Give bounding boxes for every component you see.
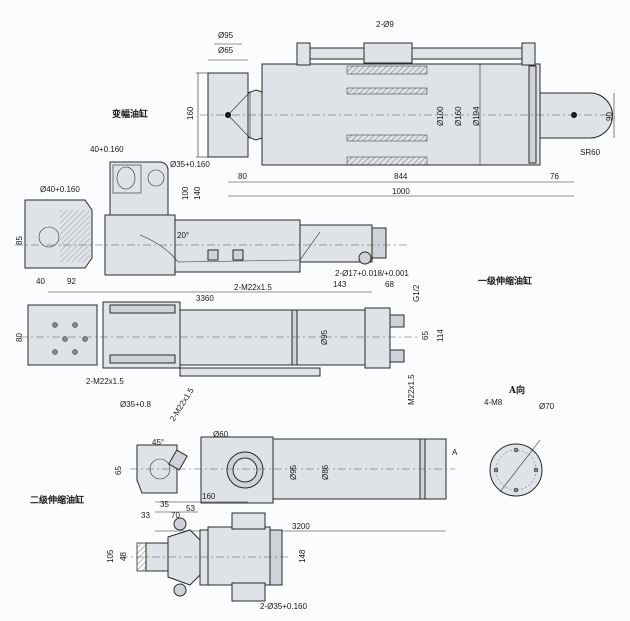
dim-d35-tol: Ø35+0.160 [170, 160, 210, 169]
dim-70: 70 [171, 511, 180, 520]
dim-thread-bottom: 2-M22x1.5 [168, 386, 196, 423]
dim-105: 105 [106, 549, 115, 563]
dim-m22: M22x1.5 [407, 374, 416, 405]
dim-140: 140 [193, 186, 202, 200]
dim-d35-bottom: Ø35+0.8 [120, 400, 151, 409]
title-stage1-cylinder: 一级伸缩油缸 [478, 275, 532, 287]
dim-thread-side: 2-M22x1.5 [234, 283, 272, 292]
dim-40-tol: 40+0.160 [90, 145, 124, 154]
dim-90: 90 [605, 112, 614, 121]
dim-d60: Ø60 [213, 430, 229, 439]
dim-33: 33 [141, 511, 150, 520]
view-a: A向 4-M8 Ø70 [484, 384, 555, 497]
dim-160: 160 [186, 106, 195, 120]
luffing-cylinder: Ø95 Ø65 160 变幅油缸 2-Ø9 Ø100 Ø160 Ø194 90 … [112, 20, 615, 197]
dim-g12: G1/2 [412, 284, 421, 302]
dim-d100: Ø100 [436, 106, 445, 126]
dim-d40-tol: Ø40+0.160 [40, 185, 80, 194]
dim-844: 844 [394, 172, 408, 181]
dim-3360: 3360 [196, 294, 214, 303]
dim-d65: Ø65 [218, 46, 234, 55]
dim-68: 68 [385, 280, 394, 289]
dim-92: 92 [67, 277, 76, 286]
dim-angle-20: 20° [177, 231, 189, 240]
dim-80: 80 [238, 172, 247, 181]
dim-d95-bottom: Ø95 [289, 464, 298, 480]
stage1-side-view: 40+0.160 Ø35+0.160 Ø40+0.160 100 140 85 … [15, 145, 532, 303]
dim-65-top: 65 [421, 331, 430, 340]
dim-4-m8: 4-M8 [484, 398, 503, 407]
dim-100: 100 [181, 186, 190, 200]
title-view-a: A向 [508, 384, 525, 396]
title-stage2-cylinder: 二级伸缩油缸 [30, 494, 84, 506]
dim-holes-35: 2-Ø35+0.160 [260, 602, 307, 611]
dim-76: 76 [550, 172, 559, 181]
dim-48: 48 [119, 552, 128, 561]
stage2-cylinder: 二级伸缩油缸 160 53 105 48 148 2-Ø35+0.160 [30, 492, 307, 611]
dim-d95-top: Ø95 [320, 329, 329, 345]
dim-sr60: SR60 [580, 148, 601, 157]
dim-holes: 2-Ø9 [376, 20, 394, 29]
dim-85: 85 [15, 236, 24, 245]
dim-holes-17: 2-Ø17+0.018/+0.001 [335, 269, 409, 278]
dim-d95: Ø95 [218, 31, 234, 40]
title-luffing-cylinder: 变幅油缸 [112, 108, 148, 120]
dim-d70: Ø70 [539, 402, 555, 411]
dim-angle-45: 45° [152, 438, 164, 447]
dim-114: 114 [436, 329, 445, 342]
dim-148: 148 [298, 549, 307, 563]
dim-80-top: 80 [15, 333, 24, 342]
dim-53: 53 [186, 504, 195, 513]
stage1-top-view: 80 Ø95 2-Ø17+0.018/+0.001 G1/2 65 114 M2… [15, 269, 445, 405]
dim-35: 35 [160, 500, 169, 509]
dim-3200: 3200 [292, 522, 310, 531]
dim-1000: 1000 [392, 187, 410, 196]
dim-d86: Ø86 [321, 464, 330, 480]
stage1-bottom-view: Ø35+0.8 2-M22x1.5 45° 65 Ø60 Ø95 Ø86 A 3… [114, 386, 458, 532]
dim-d194: Ø194 [472, 106, 481, 126]
dim-40: 40 [36, 277, 45, 286]
view-a-marker: A [452, 448, 458, 457]
dim-160-s2: 160 [202, 492, 216, 501]
dim-65-bottom: 65 [114, 466, 123, 475]
dim-d160: Ø160 [454, 106, 463, 126]
dim-143: 143 [333, 280, 347, 289]
dim-thread-top: 2-M22x1.5 [86, 377, 124, 386]
